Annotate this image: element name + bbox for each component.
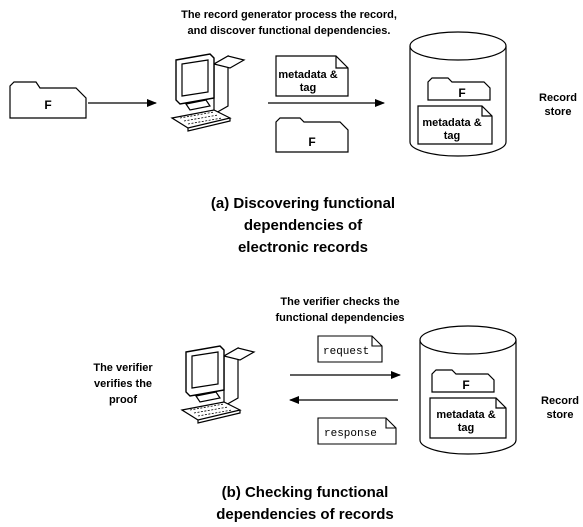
store-b-file-label: F (462, 378, 469, 392)
metadata-tag-label-line-2: tag (300, 82, 317, 94)
verifier-label-line-1: The verifier (93, 362, 153, 374)
part-b-caption-line-1: The verifier checks the (280, 296, 399, 308)
part-b-title-line-2: dependencies of records (216, 506, 394, 523)
part-b-caption-line-2: functional dependencies (276, 312, 405, 324)
store-a-file-label: F (458, 86, 465, 100)
response-label: response (324, 428, 377, 440)
part-a-caption-line-1: The record generator process the record, (181, 9, 397, 21)
store-a-doc-label-line-1: metadata & (422, 117, 481, 129)
verifier-label-line-2: verifies the (94, 378, 152, 390)
store-b-doc-label-line-2: tag (458, 422, 475, 434)
generator-computer-icon (171, 53, 245, 132)
record-store-cylinder-a: F metadata & tag (409, 31, 507, 157)
part-a: The record generator process the record,… (9, 9, 577, 256)
verifier-computer-icon (181, 345, 255, 424)
response-document: response (317, 417, 397, 445)
metadata-tag-label-line-1: metadata & (278, 69, 337, 81)
source-file-label: F (44, 98, 51, 112)
metadata-tag-document: metadata & tag (275, 55, 349, 97)
request-document: request (317, 335, 383, 363)
part-a-title-line-2: dependencies of (244, 217, 363, 234)
part-a-caption-line-2: and discover functional dependencies. (188, 25, 391, 37)
store-b-label-line-2: store (547, 409, 574, 421)
request-label: request (323, 346, 369, 358)
part-a-title-line-1: (a) Discovering functional (211, 195, 395, 212)
part-b-title-line-1: (b) Checking functional (222, 484, 389, 501)
part-a-title-line-3: electronic records (238, 239, 368, 256)
store-a-doc-label-line-2: tag (444, 130, 461, 142)
part-b: The verifier checks the functional depen… (93, 296, 579, 523)
store-b-doc-label-line-1: metadata & (436, 409, 495, 421)
file-folder-in-transit: F (275, 117, 349, 153)
store-a-label-line-2: store (545, 106, 572, 118)
verifier-label-line-3: proof (109, 394, 137, 406)
store-a-label-line-1: Record (539, 92, 577, 104)
file-in-transit-label: F (308, 135, 315, 149)
source-file-folder: F (9, 81, 87, 119)
store-b-label-line-1: Record (541, 395, 579, 407)
record-store-cylinder-b: F metadata & tag (419, 325, 517, 455)
